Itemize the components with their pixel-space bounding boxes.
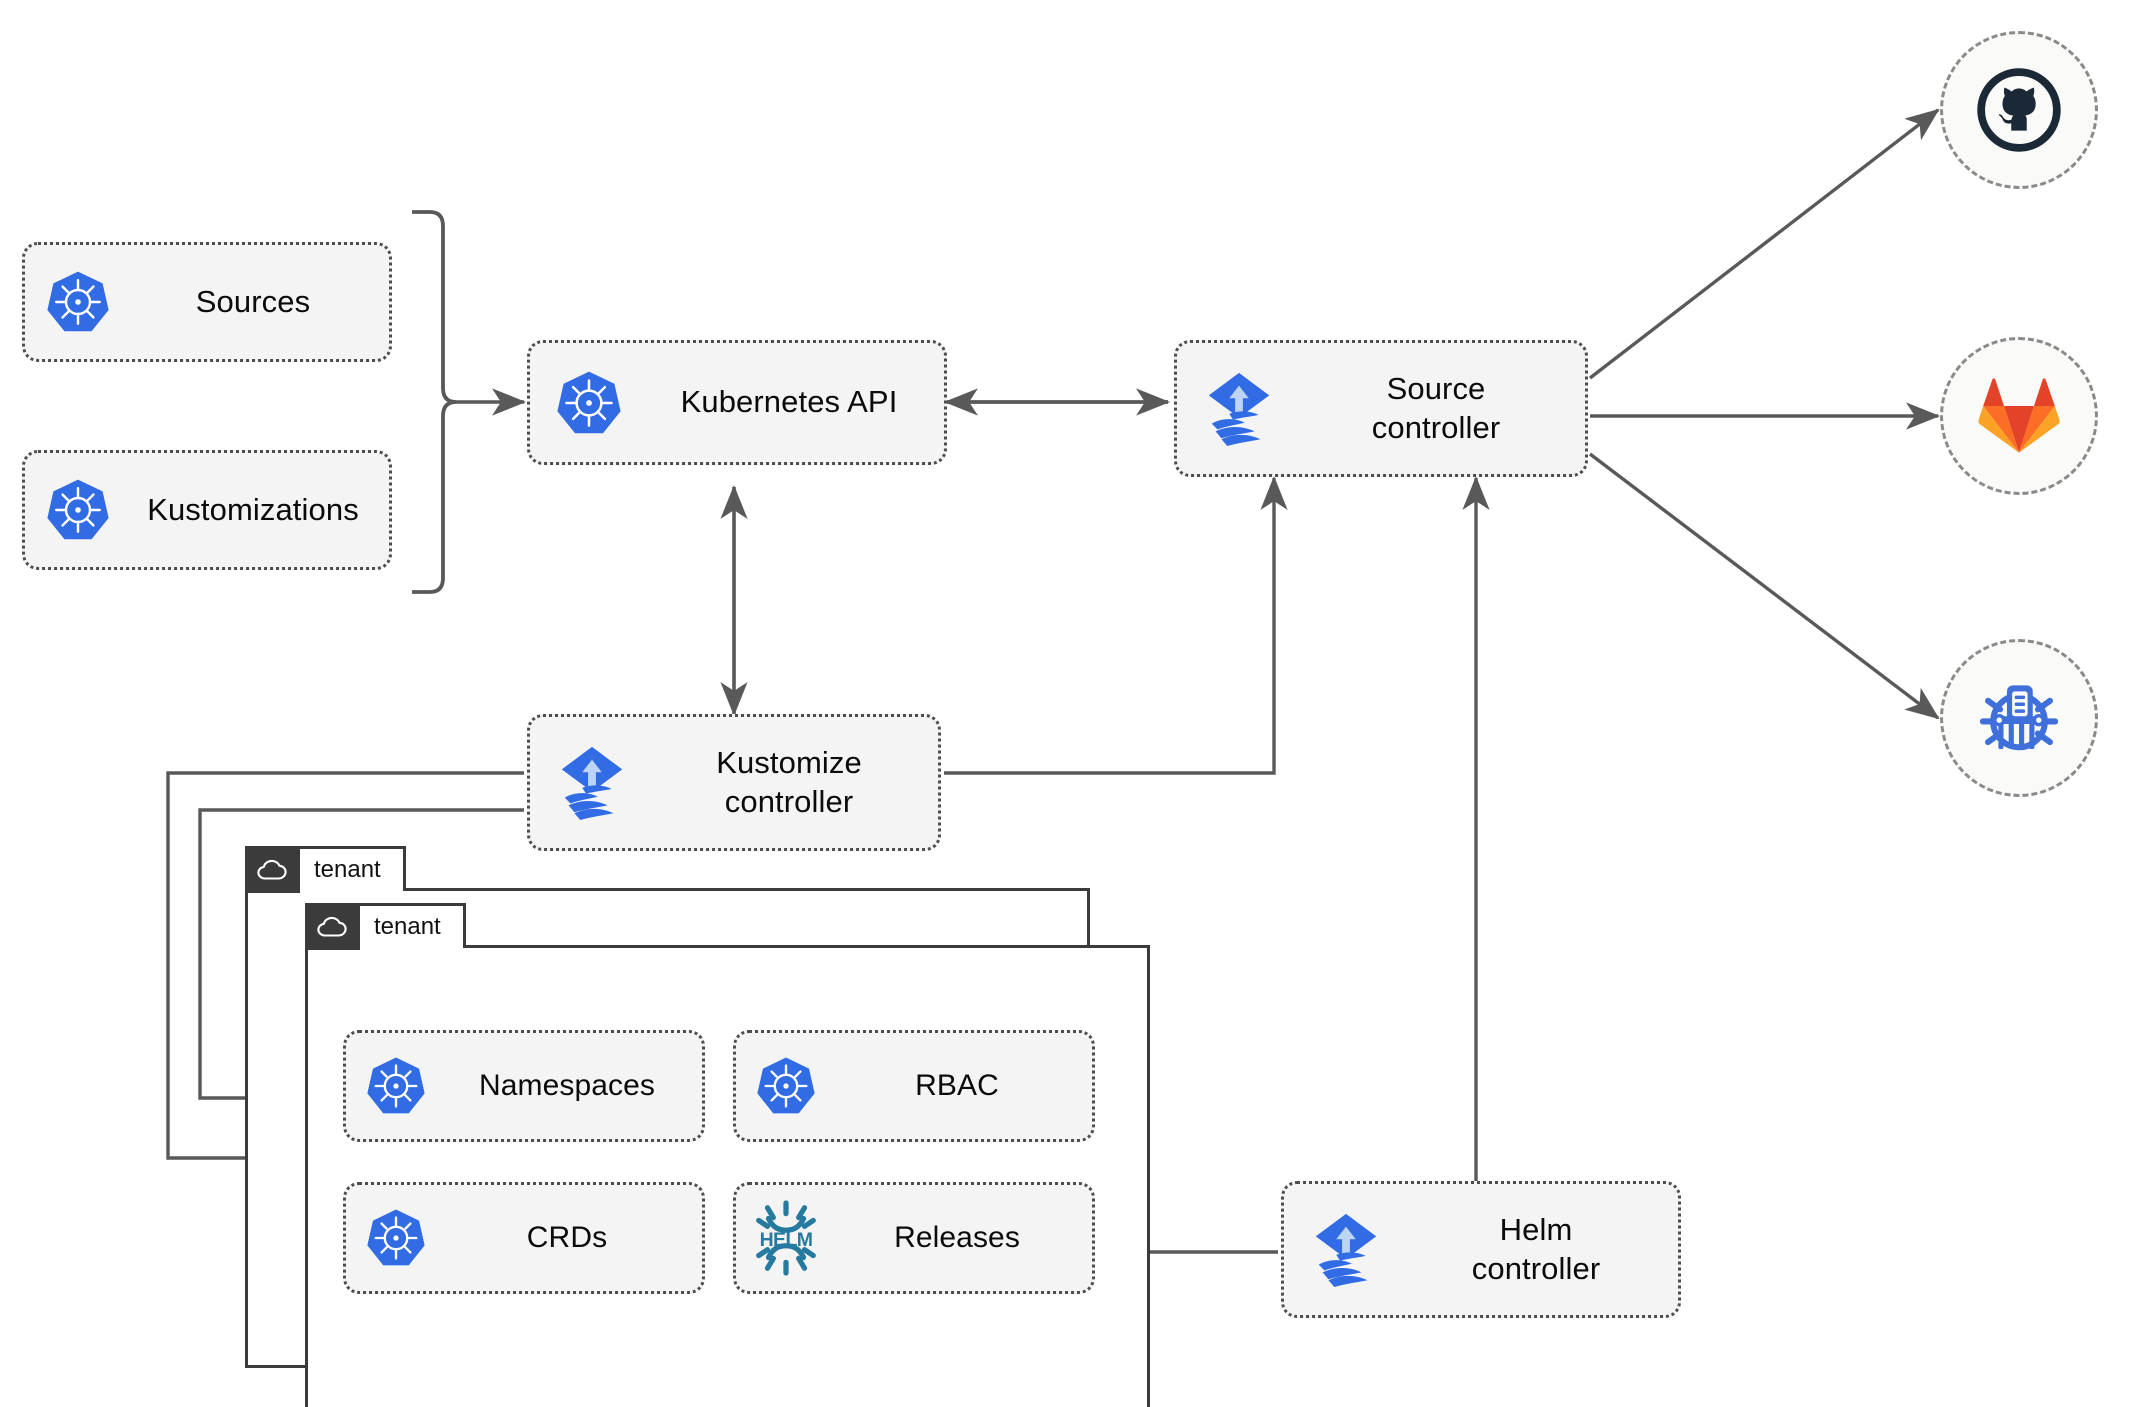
kubernetes-icon [736, 1056, 836, 1116]
github-icon [1977, 68, 2061, 152]
node-kustomizations[interactable]: Kustomizations [22, 450, 392, 570]
flux-icon [530, 743, 654, 823]
node-helm-controller[interactable]: Helm controller [1281, 1181, 1681, 1318]
node-sources[interactable]: Sources [22, 242, 392, 362]
node-rbac[interactable]: RBAC [733, 1030, 1095, 1142]
helm-repository-icon [1979, 685, 2059, 751]
node-label: Source controller [1371, 371, 1501, 445]
node-source-controller[interactable]: Source controller [1174, 340, 1588, 477]
tenant-tab-label-inner: tenant [374, 913, 441, 940]
provider-gitlab[interactable] [1940, 337, 2098, 495]
node-label: Kustomize controller [716, 745, 862, 819]
cloud-icon [245, 847, 300, 893]
node-label: CRDs [526, 1221, 608, 1255]
edge-sourcecontroller-github [1588, 108, 1940, 380]
node-crds[interactable]: CRDs [343, 1182, 705, 1294]
tenant-tab-inner[interactable]: tenant [305, 903, 466, 950]
cloud-icon [305, 904, 360, 950]
flux-icon [1284, 1210, 1408, 1290]
node-label: Sources [195, 283, 311, 319]
node-namespaces[interactable]: Namespaces [343, 1030, 705, 1142]
tenant-container-inner[interactable]: tenant [305, 903, 1150, 1407]
kubernetes-icon [346, 1056, 446, 1116]
svg-text:HELM: HELM [760, 1229, 813, 1251]
kubernetes-icon [346, 1208, 446, 1268]
kubernetes-icon [25, 478, 131, 542]
node-kustomize-controller[interactable]: Kustomize controller [527, 714, 941, 851]
provider-helm-repository[interactable] [1940, 639, 2098, 797]
node-label: RBAC [915, 1069, 999, 1103]
flux-icon [1177, 369, 1301, 449]
tenant-tab-label-outer: tenant [314, 856, 381, 883]
node-label: Namespaces [478, 1069, 656, 1103]
diagram-title: Flux GitOps toolkit architecture [0, 0, 1, 1]
node-releases[interactable]: HELM Releases [733, 1182, 1095, 1294]
edge-kustomize-to-sourcecontroller [944, 475, 1288, 775]
helm-icon: HELM [736, 1199, 836, 1277]
tenant-tab-outer[interactable]: tenant [245, 846, 406, 893]
edge-sourcecontroller-helmrepo [1588, 452, 1940, 720]
node-label: Kustomizations [147, 491, 359, 527]
gitlab-icon [1978, 378, 2060, 453]
node-label: Releases [894, 1221, 1020, 1255]
kubernetes-icon [530, 370, 648, 436]
node-kubernetes-api[interactable]: Kubernetes API [527, 340, 947, 465]
brace-sources-group [412, 210, 457, 594]
node-label: Kubernetes API [680, 384, 898, 420]
kubernetes-icon [25, 270, 131, 334]
provider-github[interactable] [1940, 31, 2098, 189]
node-label: Helm controller [1471, 1212, 1601, 1286]
